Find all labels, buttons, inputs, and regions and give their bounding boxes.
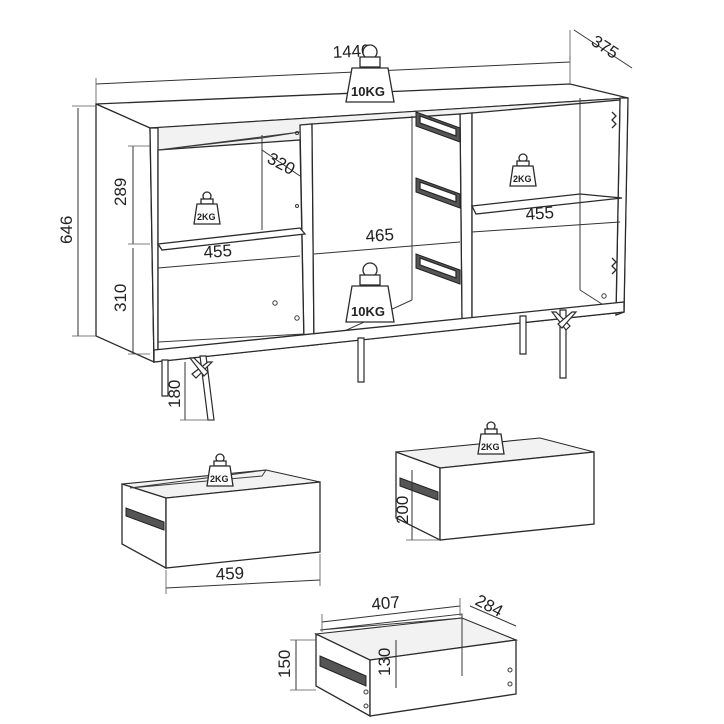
dim-drawer-large-height: 200 bbox=[393, 496, 412, 524]
drawer-rail bbox=[319, 655, 367, 687]
weight-icon: 2KG bbox=[193, 191, 221, 225]
weight-label: 2KG bbox=[210, 474, 229, 484]
weight-label: 2KG bbox=[197, 212, 216, 222]
sideboard-dimensions bbox=[72, 29, 633, 421]
drawer-front bbox=[439, 451, 595, 541]
drawer-small bbox=[290, 598, 519, 718]
weight-icon: 2KG bbox=[206, 453, 234, 487]
dim-drawer-large-width: 459 bbox=[215, 564, 244, 584]
dim-drawer-small-depth: 284 bbox=[472, 591, 506, 621]
hinge-icon bbox=[611, 257, 617, 275]
weight-icon: 2KG bbox=[477, 421, 505, 455]
sideboard bbox=[95, 83, 629, 421]
drawer-front bbox=[165, 481, 321, 569]
dim-drawer-small-outer-height: 150 bbox=[275, 650, 294, 678]
sideboard-left-side bbox=[95, 102, 155, 364]
hinge-icon bbox=[611, 111, 617, 129]
drawer-large-left bbox=[121, 469, 321, 594]
dim-drawer-small-width: 407 bbox=[371, 593, 401, 614]
weight-label: 10KG bbox=[351, 304, 385, 319]
left-shelf bbox=[156, 227, 307, 251]
dim-lower-shelf: 310 bbox=[111, 284, 130, 312]
dim-upper-shelf: 289 bbox=[111, 178, 130, 206]
weight-icon: 10KG bbox=[345, 44, 395, 103]
legs bbox=[161, 309, 578, 421]
drawer-rail bbox=[399, 477, 439, 501]
dim-middle-width: 465 bbox=[365, 225, 395, 246]
sideboard-bottom bbox=[153, 301, 625, 363]
weight-label: 10KG bbox=[351, 84, 385, 99]
weight-label: 2KG bbox=[513, 174, 532, 184]
drawer-slide-top bbox=[415, 111, 461, 143]
dim-left-width: 455 bbox=[203, 241, 233, 262]
weight-icon: 2KG bbox=[509, 153, 537, 187]
drawer-rail bbox=[125, 507, 165, 531]
drawer-slide-bottom bbox=[415, 253, 461, 285]
dim-right-width: 455 bbox=[525, 203, 555, 224]
right-shelf bbox=[471, 193, 623, 215]
dim-height: 646 bbox=[57, 216, 76, 244]
weight-label: 2KG bbox=[481, 442, 500, 452]
drawer-slide-middle bbox=[415, 177, 461, 209]
dim-drawer-small-inner-height: 130 bbox=[375, 648, 394, 676]
weight-icon: 10KG bbox=[345, 262, 395, 323]
dim-leg-height: 180 bbox=[165, 380, 184, 408]
